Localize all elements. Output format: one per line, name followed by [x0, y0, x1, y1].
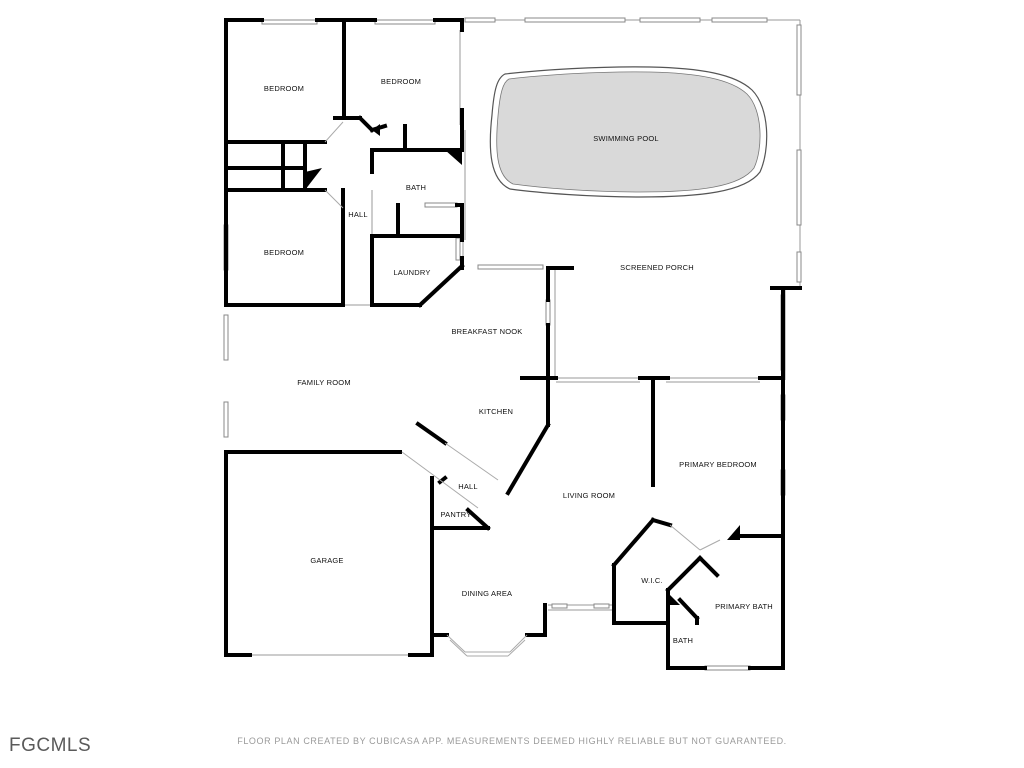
label-kitchen: KITCHEN: [479, 407, 513, 416]
label-living-room: LIVING ROOM: [563, 491, 615, 500]
swimming-pool: [489, 66, 768, 198]
label-family-room: FAMILY ROOM: [297, 378, 351, 387]
label-breakfast-nook: BREAKFAST NOOK: [451, 327, 522, 336]
label-dining-area: DINING AREA: [462, 589, 513, 598]
label-screened-porch: SCREENED PORCH: [620, 263, 694, 272]
label-bedroom-1: BEDROOM: [264, 84, 304, 93]
label-bath-2: BATH: [673, 636, 693, 645]
disclaimer-text: FLOOR PLAN CREATED BY CUBICASA APP. MEAS…: [237, 736, 787, 746]
label-primary-bedroom: PRIMARY BEDROOM: [679, 460, 757, 469]
label-pantry: PANTRY: [441, 510, 472, 519]
label-hall-north: HALL: [348, 210, 368, 219]
label-bedroom-2: BEDROOM: [381, 77, 421, 86]
label-hall-south: HALL: [458, 482, 478, 491]
label-swimming-pool: SWIMMING POOL: [593, 134, 659, 143]
label-garage: GARAGE: [310, 556, 343, 565]
hall-partitions: [324, 121, 721, 657]
label-bath: BATH: [406, 183, 426, 192]
label-bedroom-3: BEDROOM: [264, 248, 304, 257]
wall-wedges: [305, 124, 740, 605]
label-laundry: LAUNDRY: [393, 268, 430, 277]
label-wic: W.I.C.: [641, 576, 663, 585]
fgcmls-logo: FGCMLS: [9, 735, 92, 756]
label-primary-bath: PRIMARY BATH: [715, 602, 773, 611]
room-labels: BEDROOM BEDROOM BEDROOM HALL BATH LAUNDR…: [264, 77, 773, 645]
